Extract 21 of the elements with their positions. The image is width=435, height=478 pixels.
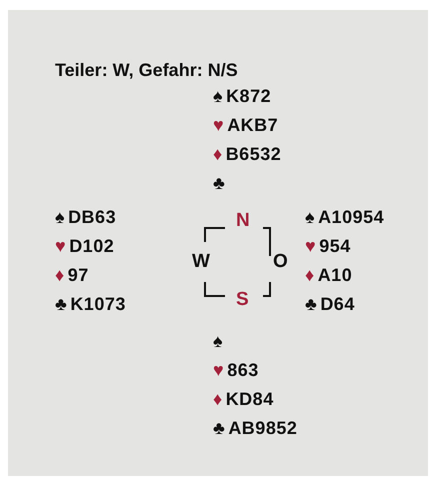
card-holding: ♦B6532	[213, 144, 282, 165]
card-holding: ♦97	[55, 265, 89, 286]
card-holding: ♥863	[213, 360, 259, 381]
card-holding: ♠A10954	[305, 207, 384, 228]
compass-letter: O	[273, 251, 288, 273]
card-holding: ♣	[213, 173, 226, 194]
card-holding: ♠	[213, 331, 224, 352]
compass-letter: N	[236, 210, 250, 232]
card-holding: ♣K1073	[55, 294, 126, 315]
card-holding: ♦KD84	[213, 389, 274, 410]
compass-letter: S	[236, 289, 249, 311]
card-holding: ♣AB9852	[213, 418, 298, 439]
card-holding: ♥D102	[55, 236, 114, 257]
compass-letter: W	[192, 251, 210, 273]
card-holding: ♥954	[305, 236, 351, 257]
card-holding: ♥AKB7	[213, 115, 278, 136]
card-holding: ♠DB63	[55, 207, 116, 228]
title: Teiler: W, Gefahr: N/S	[55, 60, 238, 81]
card-holding: ♦A10	[305, 265, 352, 286]
card-holding: ♣D64	[305, 294, 355, 315]
card-holding: ♠K872	[213, 86, 272, 107]
